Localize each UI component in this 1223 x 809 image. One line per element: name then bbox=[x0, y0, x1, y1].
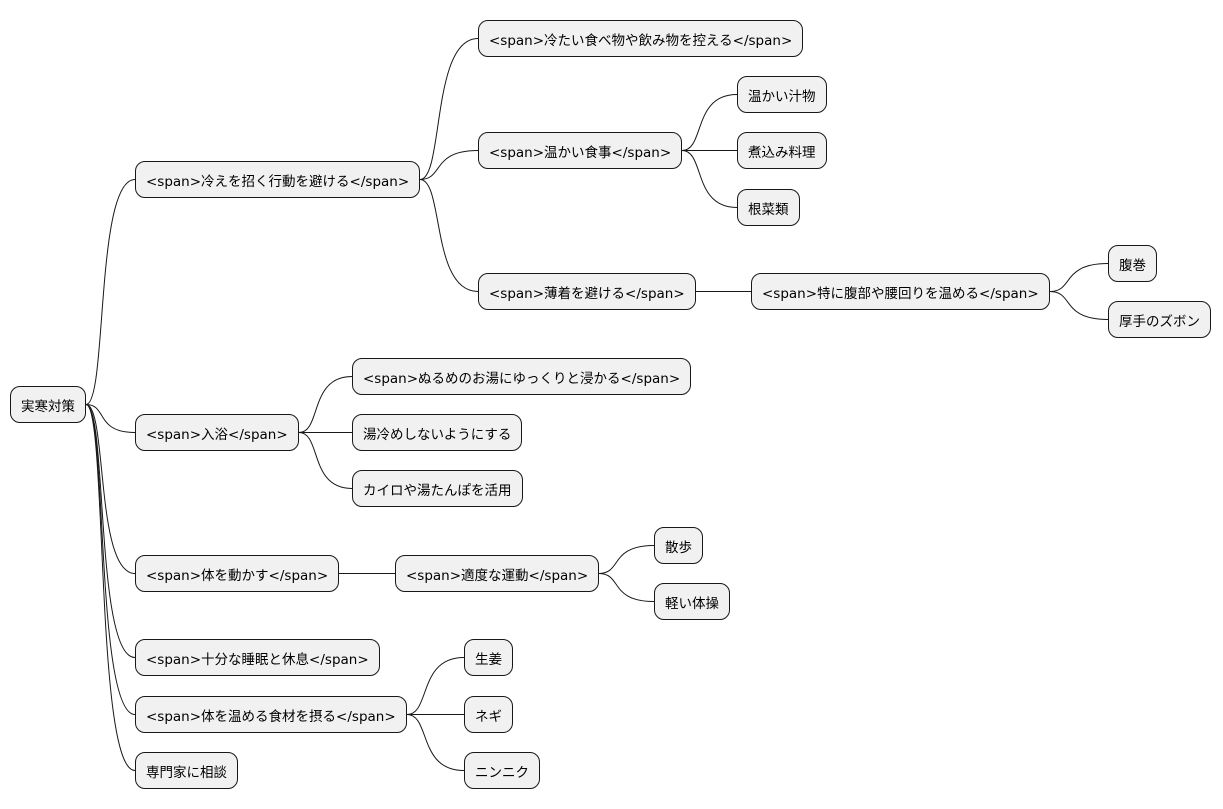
connector-n2-n16 bbox=[298, 376, 353, 433]
connector-n0-n2 bbox=[85, 404, 136, 433]
node-heat-packs: カイロや湯たんぽを活用 bbox=[352, 470, 523, 507]
node-walking: 散歩 bbox=[654, 527, 703, 564]
connector-n13-n15 bbox=[1049, 291, 1109, 320]
connector-n8-n10 bbox=[681, 94, 738, 151]
node-garlic: ニンニク bbox=[464, 752, 540, 789]
connector-n0-n4 bbox=[85, 404, 136, 658]
connector-n0-n5 bbox=[85, 404, 136, 715]
connector-n5-n24 bbox=[406, 714, 465, 771]
node-warm-abdomen: <span>特に腹部や腰回りを温める</span> bbox=[751, 273, 1050, 310]
node-avoid-cold-food: <span>冷たい食べ物や飲み物を控える</span> bbox=[478, 20, 804, 57]
connector-n8-n12 bbox=[681, 150, 738, 208]
node-light-exercise: 軽い体操 bbox=[654, 583, 730, 620]
connector-n1-n8 bbox=[419, 150, 479, 180]
connector-n0-n1 bbox=[85, 179, 136, 405]
node-green-onion: ネギ bbox=[464, 696, 513, 733]
node-bathing: <span>入浴</span> bbox=[135, 414, 299, 451]
node-thick-pants: 厚手のズボン bbox=[1108, 301, 1211, 338]
node-moderate-exercise: <span>適度な運動</span> bbox=[395, 555, 600, 592]
node-avoid-chill-after-bath: 湯冷めしないようにする bbox=[352, 414, 523, 451]
node-move-body: <span>体を動かす</span> bbox=[135, 555, 340, 592]
node-ginger: 生姜 bbox=[464, 639, 513, 676]
connector-n13-n14 bbox=[1049, 263, 1109, 292]
connector-n5-n22 bbox=[406, 657, 465, 715]
node-stew: 煮込み料理 bbox=[737, 132, 827, 169]
node-warm-meals: <span>温かい食事</span> bbox=[478, 132, 683, 169]
connector-n19-n21 bbox=[598, 573, 655, 602]
connector-n0-n6 bbox=[85, 404, 136, 771]
node-belly-band: 腹巻 bbox=[1108, 245, 1157, 282]
connector-n19-n20 bbox=[598, 545, 655, 574]
connector-n2-n18 bbox=[298, 432, 353, 489]
connector-n1-n9 bbox=[419, 179, 479, 292]
node-root: 実寒対策 bbox=[10, 386, 86, 423]
node-root-vegetables: 根菜類 bbox=[737, 189, 800, 226]
node-avoid-cold-behaviors: <span>冷えを招く行動を避ける</span> bbox=[135, 161, 421, 198]
node-sleep-rest: <span>十分な睡眠と休息</span> bbox=[135, 639, 380, 676]
node-warm-soup: 温かい汁物 bbox=[737, 76, 827, 113]
node-lukewarm-bath: <span>ぬるめのお湯にゆっくりと浸かる</span> bbox=[352, 358, 692, 395]
connector-n1-n7 bbox=[419, 38, 479, 180]
node-avoid-light-clothing: <span>薄着を避ける</span> bbox=[478, 273, 696, 310]
connector-n0-n3 bbox=[85, 404, 136, 574]
node-consult-expert: 専門家に相談 bbox=[135, 752, 238, 789]
node-warming-foods: <span>体を温める食材を摂る</span> bbox=[135, 696, 407, 733]
